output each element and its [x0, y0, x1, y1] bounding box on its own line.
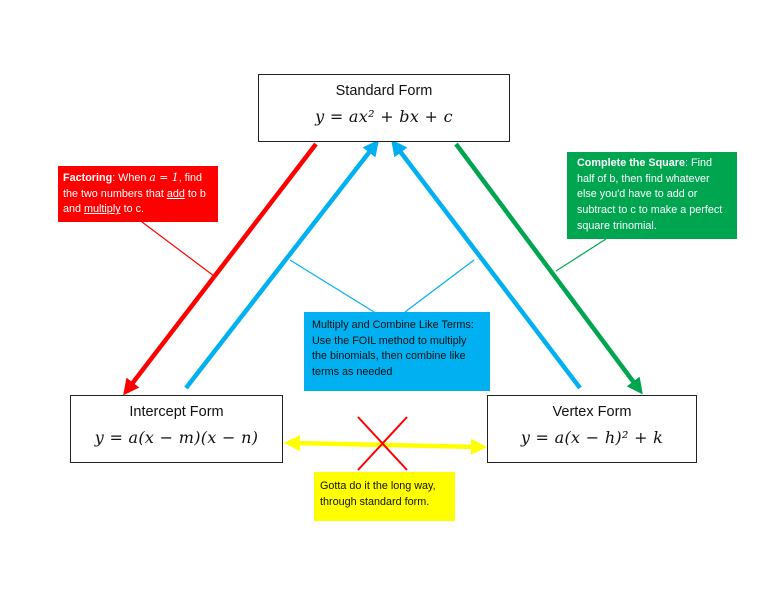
factoring-text-2: , find the two numbers that: [63, 172, 203, 200]
complete-square-callout-line: [555, 238, 607, 272]
factoring-arrow: [123, 142, 318, 396]
foil-callout-line-right: [404, 259, 475, 313]
complete-square-text: : Find half of b, then find whatever els…: [577, 157, 723, 232]
foil-callout-line-left: [289, 259, 375, 313]
factoring-text-3: to b and: [63, 187, 206, 216]
factoring-text-1: : When: [112, 172, 150, 184]
vertex-form-equation: y = a(x − h)² + k: [520, 428, 664, 447]
factoring-heading: Factoring: [63, 172, 113, 184]
intercept-vertex-double-arrow: [283, 435, 488, 455]
vertex-to-standard-arrow: [391, 139, 582, 390]
foil-note: Multiply and Combine Like Terms: Use the…: [304, 312, 490, 391]
long-way-note: Gotta do it the long way, through standa…: [314, 472, 455, 521]
complete-square-note: Complete the Square: Find half of b, the…: [567, 152, 737, 239]
complete-square-arrow: [454, 142, 643, 395]
factoring-text-4: to c.: [120, 203, 145, 216]
intercept-form-title: Intercept Form: [129, 404, 224, 420]
factoring-note: Factoring: When a = 1, find the two numb…: [58, 166, 218, 222]
standard-form-equation: y = ax² + bx + c: [315, 107, 453, 126]
intercept-form-equation: y = a(x − m)(x − n): [94, 428, 259, 447]
intercept-form-box: Intercept Form y = a(x − m)(x − n): [70, 395, 283, 463]
cross-mark: [357, 416, 408, 471]
factoring-condition: a = 1: [149, 171, 179, 184]
intercept-to-standard-arrow: [184, 139, 379, 390]
standard-form-box: Standard Form y = ax² + bx + c: [258, 74, 510, 142]
complete-square-heading: Complete the Square: [577, 157, 685, 169]
vertex-form-box: Vertex Form y = a(x − h)² + k: [487, 395, 697, 463]
factoring-add-word: add: [166, 187, 185, 200]
foil-text: Multiply and Combine Like Terms: Use the…: [312, 319, 474, 378]
standard-form-title: Standard Form: [335, 83, 433, 99]
factoring-multiply-word: multiply: [84, 203, 121, 216]
long-way-text: Gotta do it the long way, through standa…: [320, 480, 436, 508]
factoring-callout-line: [141, 221, 215, 277]
vertex-form-title: Vertex Form: [552, 404, 632, 420]
